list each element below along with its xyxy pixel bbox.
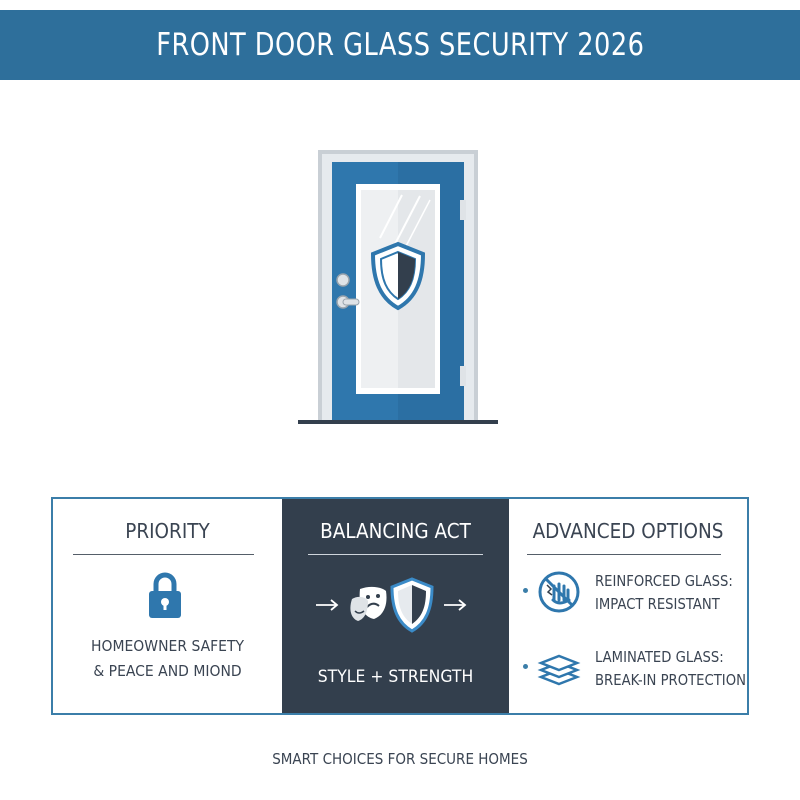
hinge-icon (460, 200, 466, 386)
advanced-title: ADVANCED OPTIONS (532, 519, 724, 543)
priority-description: HOMEOWNER SAFETY & PEACE AND MIOND (64, 634, 270, 684)
door-illustration (298, 150, 498, 424)
balancing-column: BALANCING ACT (282, 499, 509, 713)
priority-column: PRIORITY HOMEOWNER SAFETY & PEACE AND MI… (53, 499, 282, 713)
option-subtitle: IMPACT RESISTANT (595, 595, 720, 613)
padlock-icon (149, 572, 181, 618)
divider (527, 554, 721, 555)
option-laminated-glass: LAMINATED GLASS: BREAK-IN PROTECTION (519, 646, 749, 696)
option-title: LAMINATED GLASS: (595, 648, 724, 666)
priority-line-1: HOMEOWNER SAFETY (90, 637, 245, 655)
option-subtitle: BREAK-IN PROTECTION (595, 671, 746, 689)
bullet-dot (523, 664, 528, 669)
divider (73, 554, 254, 555)
impact-hand-icon (538, 571, 580, 613)
info-panel: PRIORITY HOMEOWNER SAFETY & PEACE AND MI… (51, 497, 749, 715)
option-reinforced-glass: REINFORCED GLASS: IMPACT RESISTANT (519, 570, 749, 620)
arrow-right-icon (316, 599, 339, 611)
shield-icon (390, 577, 434, 633)
option-text: LAMINATED GLASS: BREAK-IN PROTECTION (595, 646, 746, 692)
page-title: FRONT DOOR GLASS SECURITY 2026 (155, 27, 645, 63)
theater-masks-icon (350, 586, 387, 621)
bullet-dot (523, 588, 528, 593)
priority-line-2: & PEACE AND MIOND (93, 662, 242, 680)
balancing-title: BALANCING ACT (320, 519, 471, 543)
door-handle-icon (336, 273, 360, 309)
shield-icon (370, 241, 426, 311)
layers-icon (537, 654, 581, 686)
advanced-column: ADVANCED OPTIONS REINFORCED GLASS: IMPAC… (509, 499, 747, 713)
balancing-caption: STYLE + STRENGTH (317, 667, 474, 687)
footer-tagline: SMART CHOICES FOR SECURE HOMES (272, 750, 528, 768)
priority-title: PRIORITY (125, 519, 210, 543)
title-banner: FRONT DOOR GLASS SECURITY 2026 (0, 10, 800, 80)
arrow-right-icon (444, 599, 467, 611)
divider (308, 554, 483, 555)
option-text: REINFORCED GLASS: IMPACT RESISTANT (595, 570, 733, 616)
balance-graphic (316, 577, 467, 633)
option-title: REINFORCED GLASS: (595, 572, 733, 590)
